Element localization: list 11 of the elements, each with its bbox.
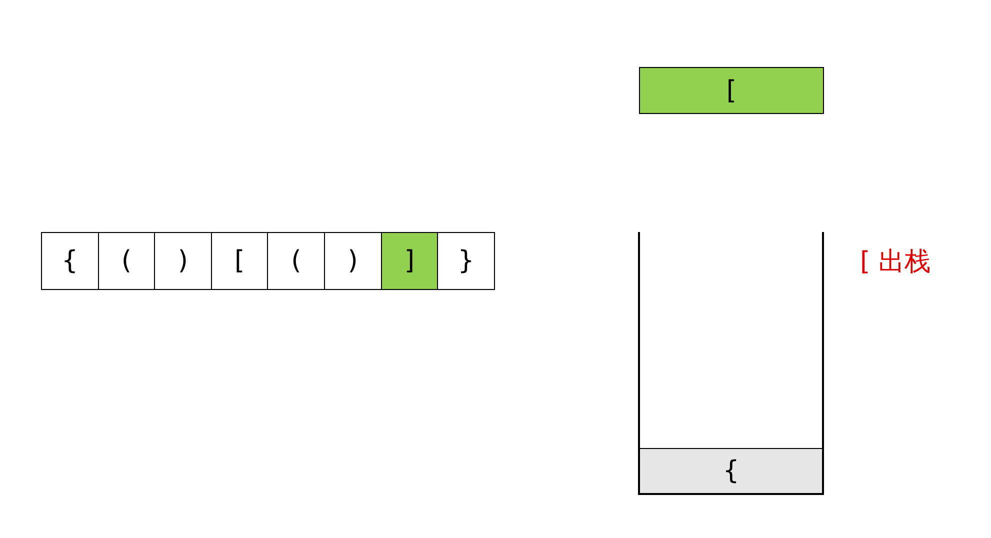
array-cell: ( [267,232,325,290]
array-cell: ( [98,232,156,290]
stack-item: { [640,448,822,493]
array-cell: ) [154,232,212,290]
array-cell: { [41,232,99,290]
status-label: [ 出栈 [860,246,930,279]
array-cell: ] [380,232,438,290]
popped-bracket-box: [ [639,67,824,114]
stack-container [638,232,824,495]
array-cell: } [437,232,495,290]
array-cell: [ [210,232,268,290]
